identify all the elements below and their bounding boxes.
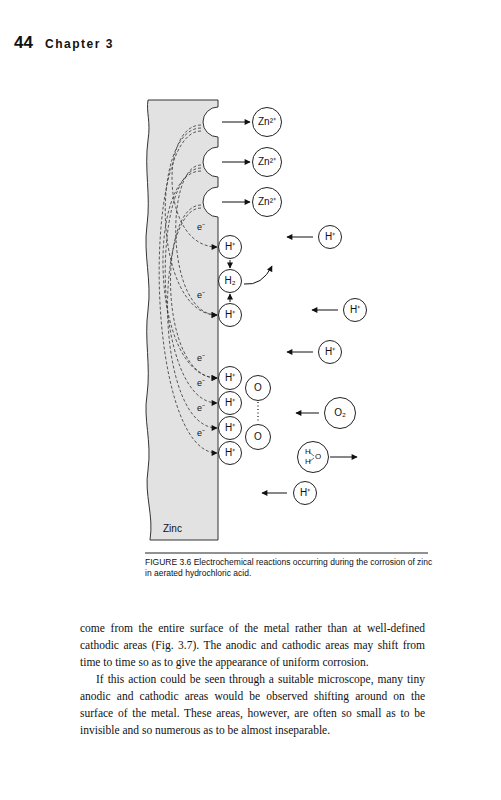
ion-symbol: H⁺ xyxy=(225,448,235,458)
electron-label: e⁻ xyxy=(197,404,205,414)
ion-circle: O xyxy=(245,424,271,450)
reaction-arrow xyxy=(230,294,231,302)
figure-caption: FIGURE 3.6 Electrochemical reactions occ… xyxy=(145,557,435,579)
ion-symbol: O xyxy=(254,432,262,442)
reaction-arrow xyxy=(230,260,231,268)
ion-symbol: O xyxy=(315,453,321,461)
electron-label: e⁻ xyxy=(197,429,205,439)
ion-circle: H⁺ xyxy=(218,366,242,390)
body-paragraph: come from the entire surface of the meta… xyxy=(80,620,425,671)
ion-symbol: H⁺ xyxy=(225,423,235,433)
ion-symbol: H⁺ xyxy=(225,398,235,408)
ion-symbol: H⁺ xyxy=(325,347,335,357)
ion-circle: H⁺ xyxy=(343,298,367,322)
ion-circle: H⁺ xyxy=(218,441,242,465)
ion-symbol: O₂ xyxy=(334,408,346,418)
ion-circle: H⁺ xyxy=(318,225,342,249)
ion-circle: O₂ xyxy=(324,397,356,429)
ion-symbol: H⁺ xyxy=(325,232,335,242)
ion-circle: H⁺ xyxy=(293,481,317,505)
zinc-plate xyxy=(146,100,218,540)
ion-symbol: H₂ xyxy=(224,276,235,286)
ion-circle: H⁺ xyxy=(218,303,242,327)
ion-circle: H⁺ xyxy=(218,391,242,415)
electron-label: e⁻ xyxy=(197,354,205,364)
caption-rule xyxy=(145,553,428,554)
ion-symbol: H xyxy=(305,448,311,456)
metal-label: Zinc xyxy=(163,523,182,534)
electron-label: e⁻ xyxy=(197,379,205,389)
ion-symbol: H⁺ xyxy=(225,310,235,320)
ion-symbol: H⁺ xyxy=(225,242,235,252)
ion-symbol: H⁺ xyxy=(350,305,360,315)
ion-symbol: H⁺ xyxy=(225,373,235,383)
ion-symbol: H⁺ xyxy=(300,488,310,498)
ion-circle: H₂ xyxy=(218,269,242,293)
electron-label: e⁻ xyxy=(197,223,205,233)
ion-symbol: Zn²⁺ xyxy=(258,117,276,127)
ion-symbol: Zn²⁺ xyxy=(258,197,276,207)
ion-symbol: O xyxy=(254,383,262,393)
ion-arrows xyxy=(222,122,357,493)
chapter-heading: Chapter 3 xyxy=(45,38,114,51)
ion-circle: H⁺ xyxy=(218,235,242,259)
page-number: 44 xyxy=(14,34,33,53)
ion-symbol: H xyxy=(305,458,311,466)
ion-circle: H⁺ xyxy=(218,416,242,440)
molecule-circle: HHO xyxy=(297,441,329,473)
ion-symbol: Zn²⁺ xyxy=(258,157,276,167)
bond-line xyxy=(257,402,258,423)
ion-circle: Zn²⁺ xyxy=(252,147,282,177)
electron-label: e⁻ xyxy=(197,291,205,301)
electron-paths xyxy=(159,125,217,453)
body-text: come from the entire surface of the meta… xyxy=(80,620,425,739)
body-paragraph: If this action could be seen through a s… xyxy=(80,671,425,739)
ion-circle: O xyxy=(245,375,271,401)
ion-circle: Zn²⁺ xyxy=(252,107,282,137)
ion-circle: Zn²⁺ xyxy=(252,187,282,217)
ion-circle: H⁺ xyxy=(318,340,342,364)
